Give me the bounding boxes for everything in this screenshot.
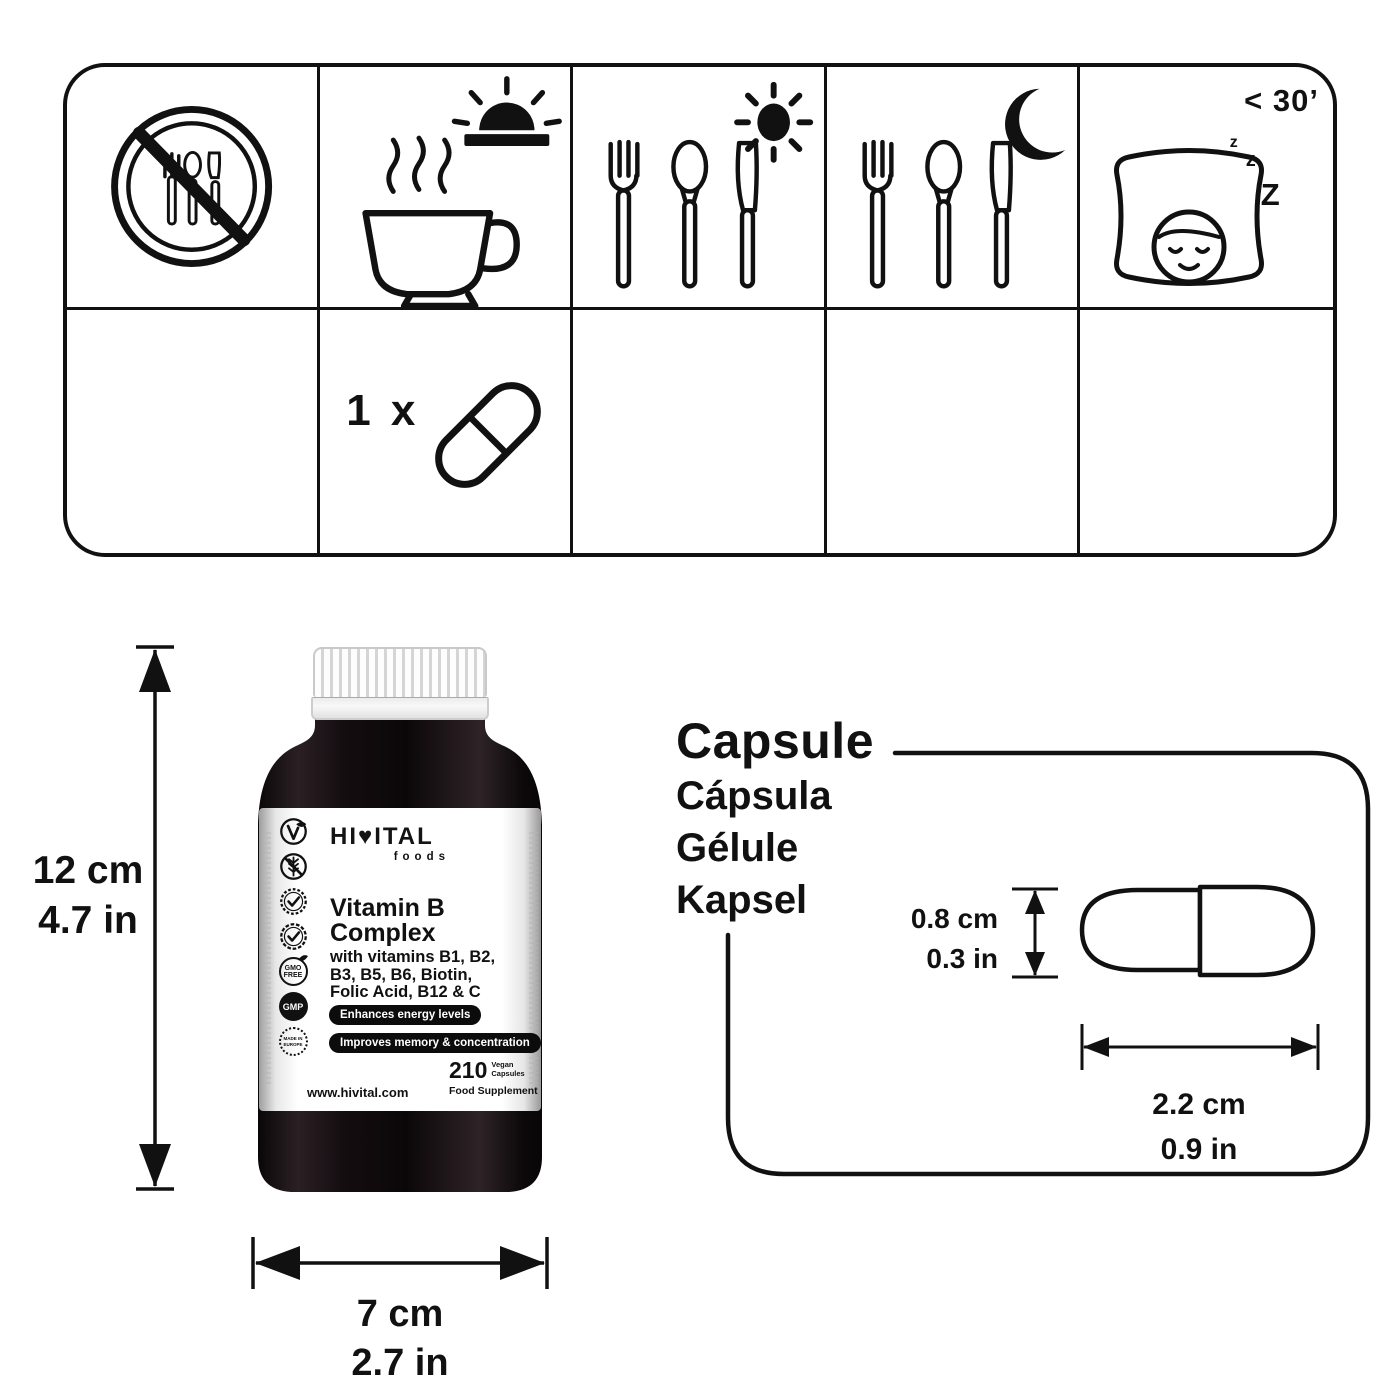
dose-quantity-label: 1 x — [346, 386, 420, 435]
product-title-line1: Vitamin B — [330, 894, 445, 922]
capsule-name-es: Cápsula — [676, 774, 832, 818]
product-subtitle-line1: with vitamins B1, B2, — [330, 948, 496, 966]
capsule-name-de: Kapsel — [676, 878, 808, 922]
claim-badge-energy: Enhances energy levels — [329, 1005, 482, 1025]
made-in-europe-text-1: MADE IN — [283, 1036, 303, 1041]
cell-no-eating — [67, 67, 321, 310]
cell-lunch — [573, 67, 827, 310]
capsule-height-label: 0.8 cm 0.3 in — [878, 899, 998, 979]
moon-icon — [1004, 88, 1065, 160]
bottle-cap — [313, 647, 487, 697]
dosage-schedule-table: < 30’ z z Z 1 x — [63, 63, 1337, 557]
capsule-count-block: 210 Vegan Capsules — [449, 1057, 525, 1083]
bottle-width-label: 7 cm 2.7 in — [275, 1290, 525, 1388]
sunrise-icon — [464, 102, 550, 147]
product-title-line2: Complex — [330, 918, 436, 947]
cell-empty-2 — [573, 310, 827, 553]
brand-logo: HI♥ITAL — [330, 823, 434, 850]
made-in-europe-icon: MADE IN EUROPE — [278, 1027, 308, 1056]
capsule-names: Capsule Cápsula Gélule Kapsel — [676, 712, 874, 926]
capsule-name-en: Capsule — [676, 713, 875, 769]
claim-badge-memory: Improves memory & concentration — [329, 1033, 541, 1053]
height-dimension-arrow — [136, 645, 174, 1191]
product-subtitle-line3: Folic Acid, B12 & C — [330, 983, 481, 1001]
cell-empty-4 — [1080, 310, 1333, 553]
count-unit-line1: Vegan — [491, 1060, 514, 1069]
capsule-length-cm: 2.2 cm — [1152, 1088, 1246, 1121]
capsule-count-unit: Vegan Capsules — [491, 1060, 525, 1081]
coffee-cup-icon — [362, 209, 521, 307]
pillow-sleep-icon — [1113, 148, 1264, 286]
gmo-free-icon: GMO FREE — [278, 955, 308, 986]
dinner-cutlery-moon-icon — [862, 88, 1065, 289]
capsule-height-cm: 0.8 cm — [910, 903, 998, 934]
capsule-height-arrow — [1012, 887, 1058, 979]
bottle-cap-ring — [311, 697, 489, 720]
product-label: GMO FREE GMP MADE IN EUROPE HI♥ITAL — [259, 808, 541, 1111]
bottle-height-in: 4.7 in — [38, 899, 138, 942]
capsule-length-label: 2.2 cm 0.9 in — [1079, 1082, 1319, 1172]
capsule-callout-frame — [725, 750, 1371, 1177]
width-dimension-arrow — [251, 1237, 549, 1289]
capsule-length-arrow — [1080, 1024, 1320, 1070]
approved-seal-icon — [279, 923, 307, 950]
capsule-length-in: 0.9 in — [1160, 1133, 1238, 1166]
capsule-count: 210 — [449, 1057, 488, 1083]
product-bottle: GMO FREE GMP MADE IN EUROPE HI♥ITAL — [255, 645, 545, 1200]
cutlery-icon — [862, 139, 1013, 289]
capsule-name-fr: Gélule — [676, 826, 799, 870]
label-side-fineprint — [529, 832, 538, 1087]
sleep-z-large: Z — [1260, 177, 1280, 212]
product-subtitle-line2: B3, B5, B6, Biotin, — [330, 965, 473, 984]
leaf-icon — [297, 955, 308, 961]
product-title: Vitamin B Complex — [330, 896, 445, 945]
bottle-width-cm: 7 cm — [356, 1293, 444, 1335]
bottle-width-in: 2.7 in — [351, 1342, 449, 1384]
sleep-duration-label: < 30’ — [1244, 83, 1319, 118]
gmp-icon: GMP — [278, 992, 308, 1021]
website-label: www.hivital.com — [307, 1085, 409, 1100]
capsule-height-in: 0.3 in — [926, 943, 998, 974]
vegan-icon — [279, 818, 307, 845]
bottle-height-cm: 12 cm — [32, 849, 144, 892]
breakfast-coffee-sunrise-icon — [362, 76, 563, 307]
cell-dose-breakfast: 1 x — [320, 310, 574, 553]
capsule-icon — [435, 382, 542, 488]
gmo-free-text-1: GMO — [284, 964, 302, 972]
sun-icon — [734, 81, 814, 163]
lunch-cutlery-sun-icon — [608, 81, 814, 289]
certification-icons: GMO FREE GMP MADE IN EUROPE — [263, 817, 323, 1056]
count-unit-line2: Capsules — [491, 1068, 525, 1078]
cell-empty-1 — [67, 310, 321, 553]
product-category-label: Food Supplement — [449, 1085, 538, 1097]
product-subtitle: with vitamins B1, B2, B3, B5, B6, Biotin… — [330, 948, 496, 1002]
sleep-z-small: z — [1229, 134, 1238, 151]
label-side-fineprint — [262, 832, 271, 1087]
gluten-free-icon — [279, 853, 307, 880]
brand-sub-label: foods — [393, 851, 450, 863]
cell-breakfast — [320, 67, 574, 310]
brand-block: HI♥ITAL foods — [330, 823, 450, 863]
cell-empty-3 — [827, 310, 1080, 553]
bottle-height-label: 12 cm 4.7 in — [28, 846, 148, 946]
gmo-free-text-2: FREE — [283, 971, 303, 979]
no-eating-icon — [111, 106, 273, 267]
cutlery-icon — [608, 139, 760, 289]
quality-seal-icon — [279, 888, 307, 915]
cell-sleep: < 30’ z z Z — [1079, 67, 1333, 310]
cell-dinner — [826, 67, 1080, 310]
capsule-diagram — [1079, 884, 1316, 978]
gmp-text: GMP — [282, 1001, 304, 1012]
steam-icon — [386, 135, 452, 194]
made-in-europe-text-2: EUROPE — [283, 1041, 303, 1047]
